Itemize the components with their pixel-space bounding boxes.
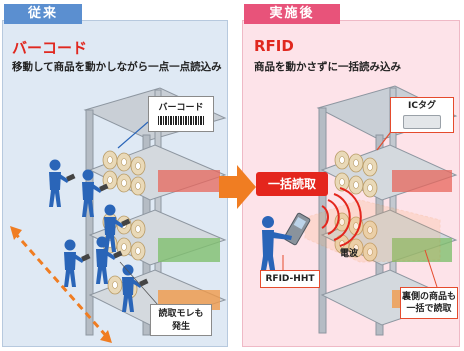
back-items-line2: 一括で読取 <box>406 304 452 314</box>
worker-figure <box>49 159 76 207</box>
barcode-leader <box>117 121 149 149</box>
rfid-heading: RFID <box>254 37 294 55</box>
movement-arrow <box>10 226 112 343</box>
barcode-subtitle: 移動して商品を動かしながら一点一点読込み <box>12 61 222 73</box>
radio-wave-icon <box>321 187 362 247</box>
read-miss-line2: 発生 <box>171 322 190 332</box>
barcode-callout-label: バーコード <box>158 103 204 113</box>
bulk-read-badge: 一括読取 <box>256 172 328 196</box>
after-tab: 実施後 <box>244 4 340 24</box>
ic-tag-callout: ICタグ <box>390 97 454 133</box>
ic-tag-icon <box>403 115 441 129</box>
rfid-hht-label: RFID-HHT <box>260 270 320 288</box>
barcode-heading: バーコード <box>12 39 88 57</box>
back-items-line1: 裏側の商品も <box>401 292 456 302</box>
rfid-subtitle: 商品を動かさずに一括読み込み <box>254 61 401 73</box>
barcode-callout: バーコード <box>148 96 214 132</box>
before-tab: 従来 <box>4 4 82 24</box>
read-miss-note: 読取モレも 発生 <box>150 304 212 336</box>
barcode-icon <box>158 116 204 125</box>
operator-figure <box>260 216 292 276</box>
transition-arrow <box>219 165 256 209</box>
radio-wave-label: 電波 <box>340 249 359 259</box>
back-items-callout: 裏側の商品も 一括で読取 <box>400 287 458 319</box>
miss-leader <box>119 261 159 306</box>
read-miss-line1: 読取モレも <box>158 309 204 319</box>
back-items-leader <box>424 249 438 288</box>
ic-tag-label: ICタグ <box>408 101 436 111</box>
